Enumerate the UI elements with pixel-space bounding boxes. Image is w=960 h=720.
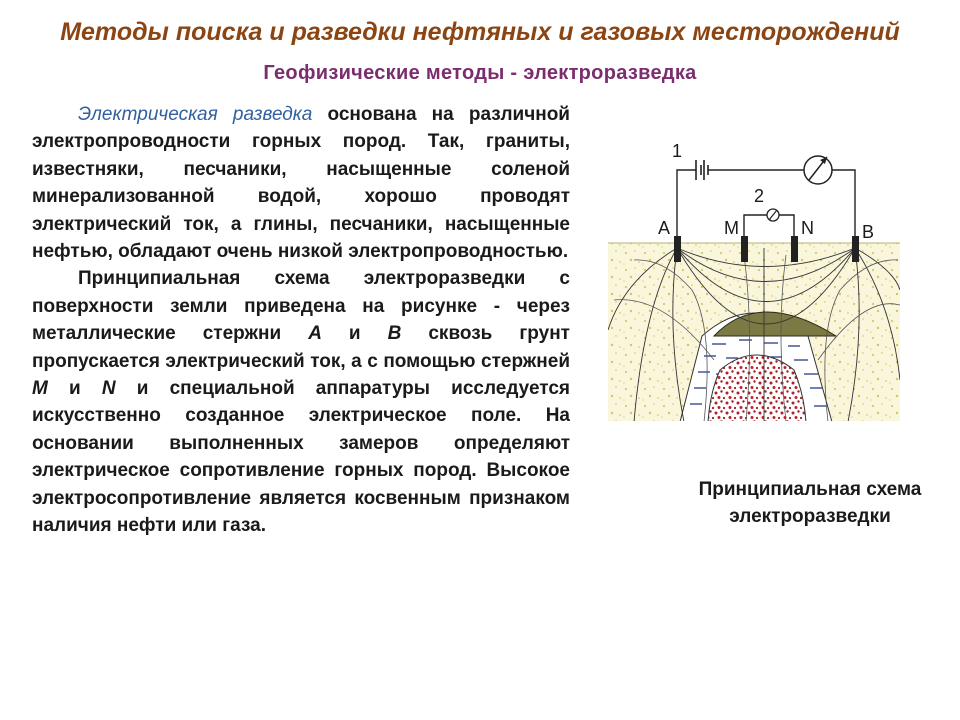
rod-b-label: В — [387, 323, 402, 345]
label-2: 2 — [754, 186, 764, 206]
electrode-b — [852, 236, 859, 262]
electrode-n — [791, 236, 798, 262]
electrode-rods — [674, 236, 859, 262]
term-electrical-prospecting: Электрическая разведка — [78, 104, 313, 125]
paragraph-1-text: основана на различной электропроводности… — [32, 104, 570, 263]
conjunction-1: и — [321, 323, 388, 345]
slide-subtitle: Геофизические методы - электроразведка — [263, 62, 697, 84]
label-1: 1 — [672, 141, 682, 161]
label-n: N — [801, 218, 814, 238]
oil-reservoir — [707, 354, 807, 421]
paragraph-electrical-prospecting: Электрическая разведка основана на разли… — [32, 101, 570, 265]
paragraph-2-text-b: сквозь грунт пропускается электрический … — [32, 323, 570, 372]
electrical-prospecting-diagram: 1 2 A M N B — [608, 141, 900, 421]
voltmeter-icon — [766, 208, 780, 222]
label-a: A — [658, 218, 670, 238]
slide-title: Методы поиска и разведки нефтяных и газо… — [60, 18, 900, 46]
body-text: Электрическая разведка основана на разли… — [32, 101, 570, 540]
rod-n-label: N — [101, 378, 116, 400]
figure-caption: Принципиальная схема электроразведки — [660, 476, 960, 530]
current-field-lines — [608, 247, 900, 421]
gas-cap — [712, 311, 838, 337]
caption-line-1: Принципиальная схема — [698, 479, 922, 500]
electrode-a — [674, 236, 681, 262]
paragraph-scheme-description: Принципиальная схема электроразведки с п… — [32, 265, 570, 539]
label-m: M — [724, 218, 739, 238]
label-b: B — [862, 222, 874, 242]
paragraph-2-text-a: Принципиальная схема электроразведки с п… — [32, 268, 570, 345]
conjunction-2: и — [47, 378, 102, 400]
equipotential-lines — [613, 254, 900, 421]
battery-icon — [695, 160, 709, 180]
rod-a-label: А — [308, 323, 322, 345]
rod-m-label: М — [32, 378, 48, 400]
paragraph-2-text-c: и специальной аппаратуры исследуется иск… — [32, 378, 570, 537]
circuit-wires — [676, 169, 856, 240]
ammeter-icon — [803, 155, 833, 185]
electrode-m — [741, 236, 748, 262]
caption-line-2: электроразведки — [729, 506, 891, 527]
